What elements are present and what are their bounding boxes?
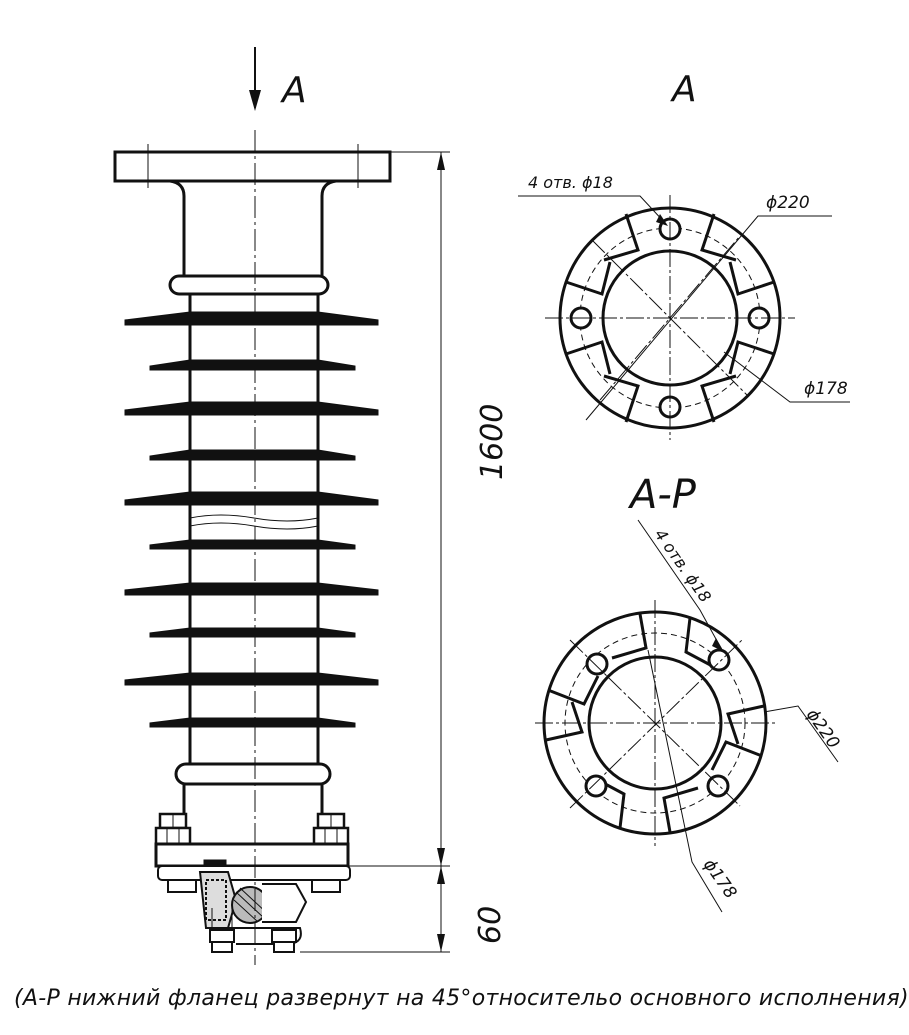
top-neck	[169, 179, 337, 276]
shed-small	[149, 449, 356, 461]
sheds	[124, 311, 379, 728]
break-line	[189, 522, 319, 530]
shed-large	[124, 311, 379, 326]
shed-small	[149, 717, 356, 728]
ribs	[565, 213, 775, 423]
bottom-neck	[169, 784, 337, 844]
drawing-caption: (А-Р нижний фланец развернут на 45°относ…	[14, 986, 909, 1011]
shed-large	[124, 672, 379, 686]
view-ap-holes-label: 4 отв. ϕ18	[651, 525, 715, 605]
shed-small	[149, 359, 356, 371]
shed-small	[149, 539, 356, 550]
flange-view-ap: А-Р	[535, 472, 839, 913]
view-ap-title: А-Р	[627, 472, 697, 518]
dimension-overall-height: 1600	[475, 404, 510, 480]
ribs	[545, 613, 765, 833]
top-flange	[113, 150, 392, 183]
view-arrow-head	[249, 90, 261, 111]
upper-ring	[168, 274, 330, 296]
view-a-holes-label: 4 отв. ϕ18	[528, 173, 613, 192]
bolt-nuts	[154, 812, 350, 846]
lower-ring	[174, 762, 332, 786]
view-ap-bolt-circle-dia: ϕ178	[699, 855, 741, 902]
view-a-bolt-circle-dia: ϕ178	[804, 379, 848, 399]
flange-view-a: A	[518, 69, 850, 440]
shed-large	[124, 582, 379, 596]
view-a-title: A	[670, 69, 697, 110]
shed-small	[149, 627, 356, 638]
break-line	[189, 514, 319, 522]
shed-large	[124, 491, 379, 506]
base-clamp	[157, 865, 351, 953]
bolt-holes	[584, 648, 731, 798]
shed-large	[124, 401, 379, 416]
bottom-flange	[154, 842, 350, 868]
view-a-outer-dia: ϕ220	[766, 193, 810, 213]
view-ap-outer-dia: ϕ220	[802, 705, 843, 752]
technical-drawing: A	[113, 47, 850, 965]
view-arrow-label: A	[280, 70, 307, 111]
insulator-side-view: A	[113, 47, 450, 965]
dimension-base-height: 60	[473, 906, 508, 944]
